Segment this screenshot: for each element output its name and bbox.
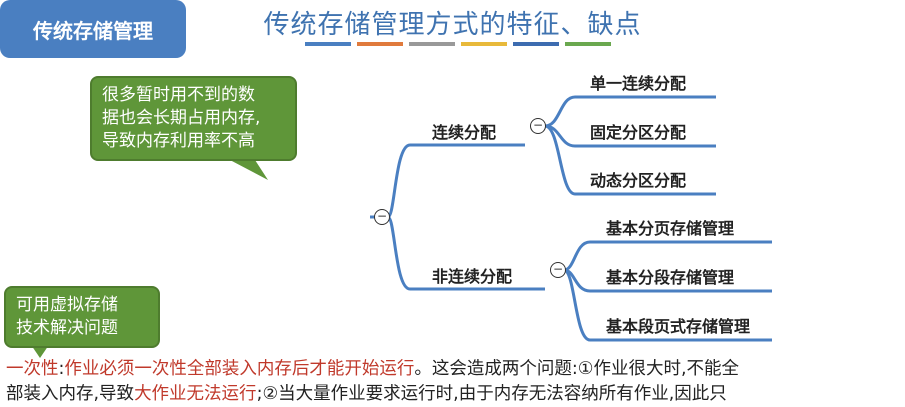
root-node[interactable]: 传统存储管理 — [0, 0, 186, 58]
colon: : — [58, 359, 65, 379]
explanation-paragraph: 一次性:作业必须一次性全部装入内存后才能开始运行。这会造成两个问题:①作业很大时… — [6, 357, 905, 407]
accent-bar — [409, 42, 455, 46]
accent-bar — [357, 42, 403, 46]
callout-note-top: 很多暂时用不到的数 据也会长期占用内存, 导致内存利用率不高 — [90, 76, 297, 161]
text: 部装入内存,导致 — [6, 384, 135, 404]
leaf-node[interactable]: 基本分段存储管理 — [606, 268, 735, 287]
accent-bar — [565, 42, 611, 46]
highlight: 大作业无法运行 — [134, 384, 257, 404]
text: ;②当大量作业要求运行时,由于内存无法容纳所有作业,因此只 — [256, 384, 727, 404]
accent-bar — [513, 42, 559, 46]
term: 一次性 — [6, 359, 59, 379]
callout-line: 很多暂时用不到的数 — [102, 85, 255, 105]
collapse-icon[interactable]: − — [530, 118, 546, 134]
callout-line: 导致内存利用率不高 — [102, 131, 255, 151]
leaf-node[interactable]: 单一连续分配 — [590, 74, 687, 93]
definition: 作业必须一次性全部装入内存后才能开始运行 — [64, 359, 415, 379]
collapse-icon[interactable]: − — [550, 262, 566, 278]
page-title: 传统存储管理方式的特征、缺点 — [263, 10, 642, 40]
leaf-node[interactable]: 基本段页式存储管理 — [606, 317, 751, 336]
accent-bar — [461, 42, 507, 46]
callout-line: 技术解决问题 — [16, 318, 118, 338]
callout-line: 可用虚拟存储 — [16, 295, 118, 315]
leaf-node[interactable]: 动态分区分配 — [590, 171, 687, 190]
collapse-icon[interactable]: − — [374, 209, 390, 225]
branch-contiguous[interactable]: 连续分配 — [432, 123, 497, 142]
branch-noncontiguous[interactable]: 非连续分配 — [432, 267, 513, 286]
callout-line: 据也会长期占用内存, — [102, 108, 261, 128]
callout-note-bottom: 可用虚拟存储 技术解决问题 — [4, 286, 160, 348]
leaf-node[interactable]: 基本分页存储管理 — [606, 219, 735, 238]
leaf-node[interactable]: 固定分区分配 — [590, 123, 687, 142]
accent-bar — [305, 42, 351, 46]
text: 。这会造成两个问题:①作业很大时,不能全 — [414, 359, 740, 379]
